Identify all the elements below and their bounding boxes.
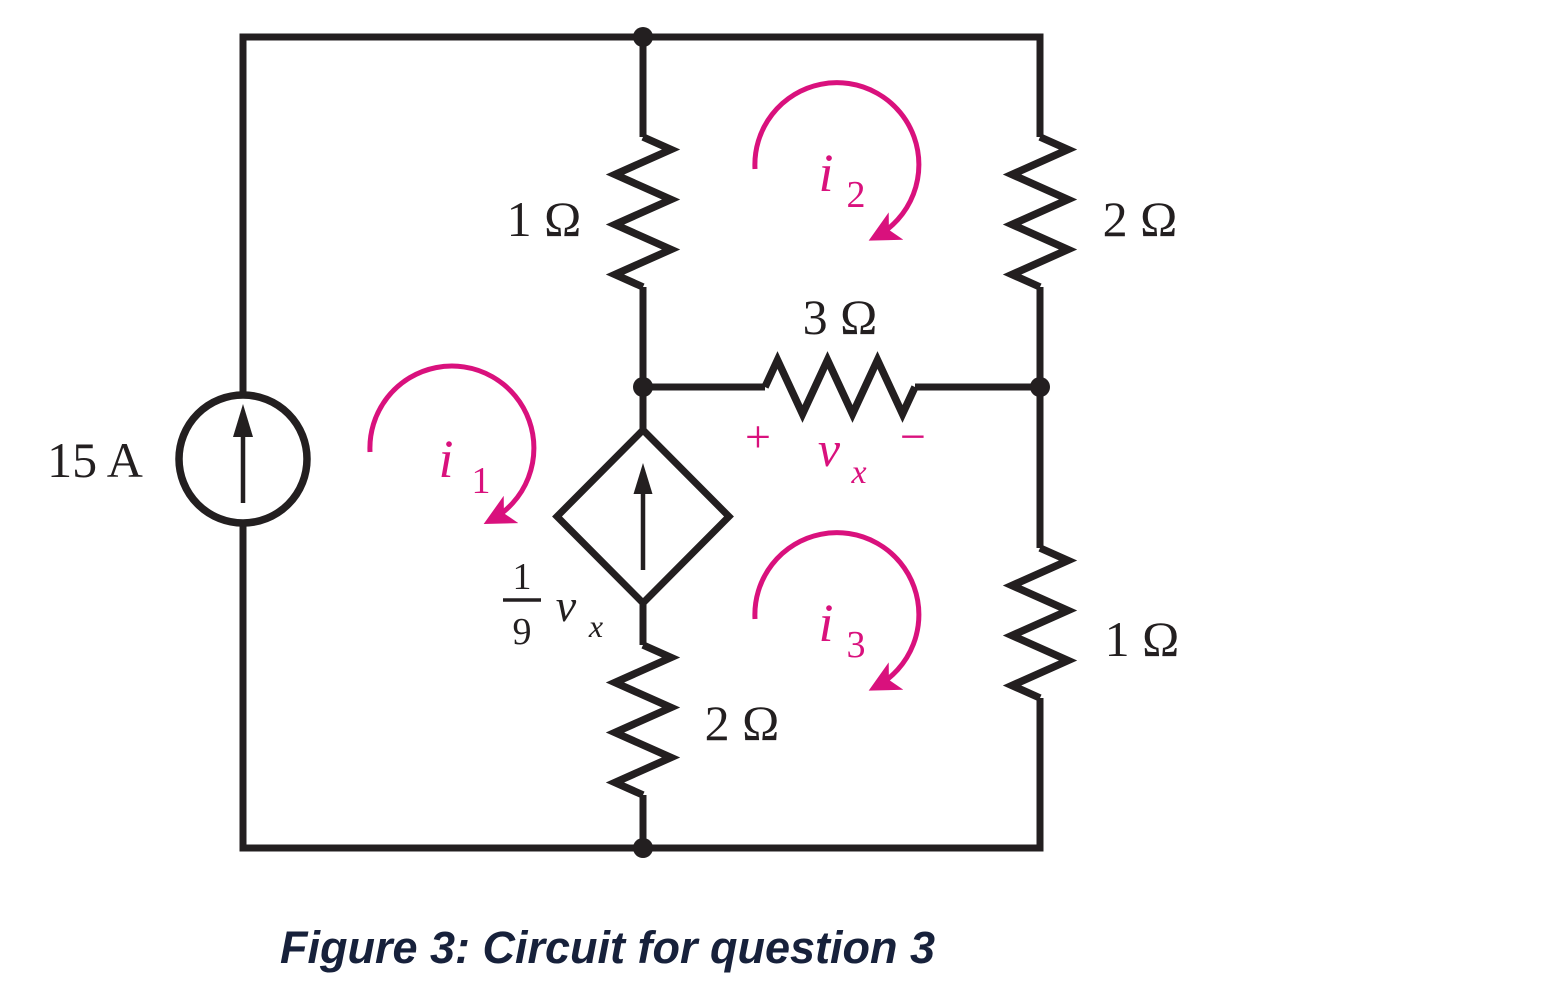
mesh-current-arrows [367, 80, 922, 691]
node-dots [633, 27, 1050, 858]
resistor-top-middle-zigzag [605, 133, 681, 291]
mesh-i3-base: i [818, 593, 833, 653]
node-dot-bottom [633, 838, 653, 858]
vx-plus-sign: + [745, 411, 771, 462]
node-dot-center-left [633, 377, 653, 397]
label-resistor-bottom-middle: 2 Ω [705, 695, 780, 751]
current-source-15A [175, 391, 311, 527]
dependent-source-gain-label: 1 9 v x [503, 556, 603, 653]
mesh-label-i1: i 1 [438, 429, 490, 502]
vx-minus-sign: − [900, 411, 926, 462]
gain-frac-numerator: 1 [513, 556, 532, 598]
mesh-i2-sub: 2 [847, 174, 866, 216]
node-dot-top [633, 27, 653, 47]
resistors [605, 133, 1078, 799]
mesh-label-i2: i 2 [818, 143, 865, 216]
current-source-arrow-head [233, 404, 253, 437]
label-resistor-top-middle: 1 Ω [507, 191, 582, 247]
mesh-i1-base: i [438, 429, 453, 489]
node-dot-center-right [1030, 377, 1050, 397]
vx-polarity-marking: + v x − [745, 411, 926, 491]
resistor-bottom-right-zigzag [1002, 544, 1078, 702]
gain-frac-denominator: 9 [513, 611, 532, 653]
vx-var-sub: x [850, 454, 866, 491]
mesh-arrow-i2 [752, 80, 922, 241]
vx-var-base: v [818, 421, 841, 477]
resistor-top-right-zigzag [1002, 133, 1078, 291]
mesh-arrow-i3 [752, 530, 922, 691]
mesh-i1-sub: 1 [472, 460, 491, 502]
dependent-source-arrow-head [633, 463, 653, 494]
gain-var-sub: x [588, 608, 603, 644]
resistor-bottom-middle-zigzag [605, 641, 681, 799]
mesh-arrow-i1 [367, 363, 537, 525]
resistor-middle-horizontal-zigzag [761, 351, 919, 423]
label-resistor-bottom-right: 1 Ω [1105, 611, 1180, 667]
gain-var-base: v [556, 580, 577, 631]
figure-caption: Figure 3: Circuit for question 3 [280, 922, 935, 973]
mesh-i3-sub: 3 [847, 624, 866, 666]
label-resistor-top-right: 2 Ω [1103, 191, 1178, 247]
dependent-current-source [552, 425, 734, 608]
mesh-label-i3: i 3 [818, 593, 865, 666]
mesh-i2-base: i [818, 143, 833, 203]
label-current-source: 15 A [47, 432, 143, 488]
label-resistor-middle: 3 Ω [803, 289, 878, 345]
